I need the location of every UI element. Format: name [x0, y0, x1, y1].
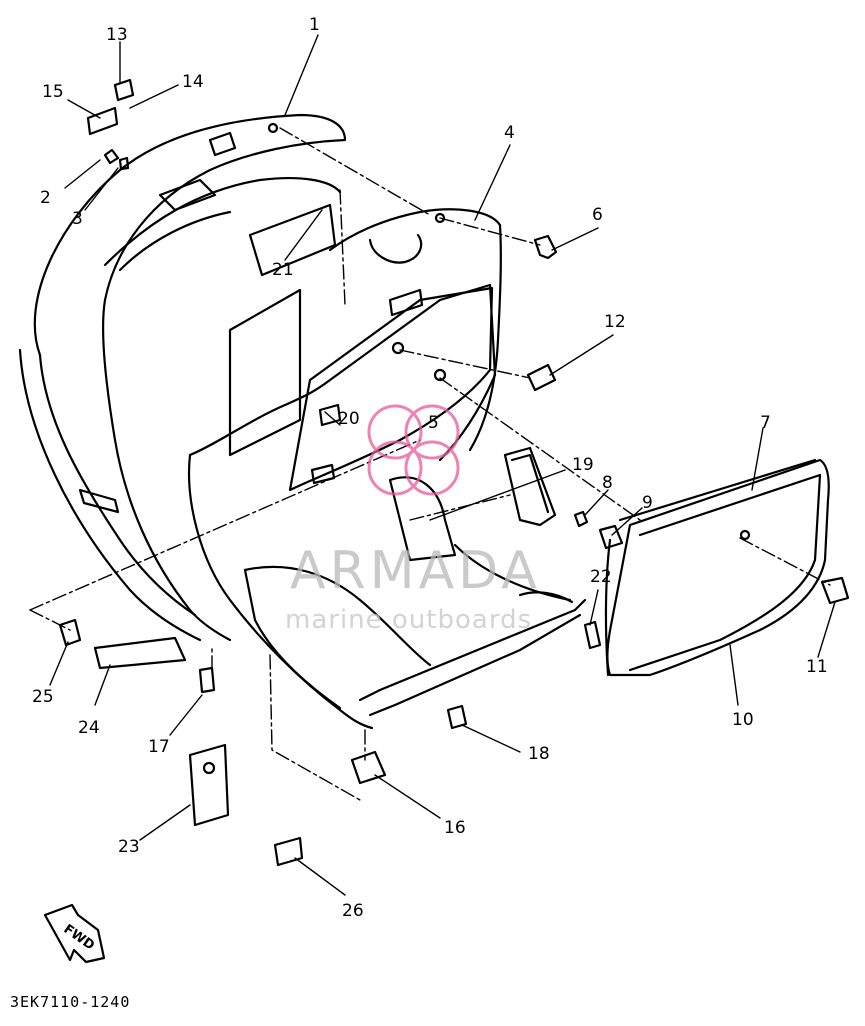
callout-17: 17 [148, 737, 170, 757]
callout-25: 25 [32, 687, 54, 707]
callout-18: 18 [528, 744, 550, 764]
callout-15: 15 [42, 82, 64, 102]
inner-panel-part [503, 446, 557, 527]
callout-labels: 1 2 3 4 5 6 7 8 9 10 11 12 13 14 15 16 1… [32, 15, 828, 921]
callout-26: 26 [342, 901, 364, 921]
callout-1: 1 [309, 15, 320, 35]
watermark: ARMADA marine outboards [285, 404, 541, 635]
callout-4: 4 [504, 123, 515, 143]
callout-20: 20 [338, 409, 360, 429]
leg-shield-part [187, 208, 587, 730]
watermark-tagline: marine outboards [285, 605, 532, 635]
callout-7: 7 [760, 413, 771, 433]
callout-10: 10 [732, 710, 754, 730]
callout-2: 2 [40, 188, 51, 208]
callout-9: 9 [642, 493, 653, 513]
callout-13: 13 [106, 25, 128, 45]
fwd-arrow-icon [43, 903, 106, 964]
callout-21: 21 [272, 260, 294, 280]
callout-12: 12 [604, 312, 626, 332]
callout-3: 3 [72, 209, 83, 229]
callout-23: 23 [118, 837, 140, 857]
front-cover-part [18, 113, 347, 642]
callout-16: 16 [444, 818, 466, 838]
callout-19: 19 [572, 455, 594, 475]
side-panel-part [604, 458, 830, 677]
callout-24: 24 [78, 718, 100, 738]
leader-lines [49, 34, 836, 896]
fasteners [58, 78, 850, 867]
assembly-lines [29, 127, 831, 801]
callout-22: 22 [590, 567, 612, 587]
callout-14: 14 [182, 72, 204, 92]
watermark-brand: ARMADA [290, 541, 541, 601]
diagram-code: 3EK7110-1240 [10, 993, 130, 1011]
callout-5: 5 [428, 413, 439, 433]
callout-11: 11 [806, 657, 828, 677]
callout-8: 8 [602, 473, 613, 493]
callout-6: 6 [592, 205, 603, 225]
